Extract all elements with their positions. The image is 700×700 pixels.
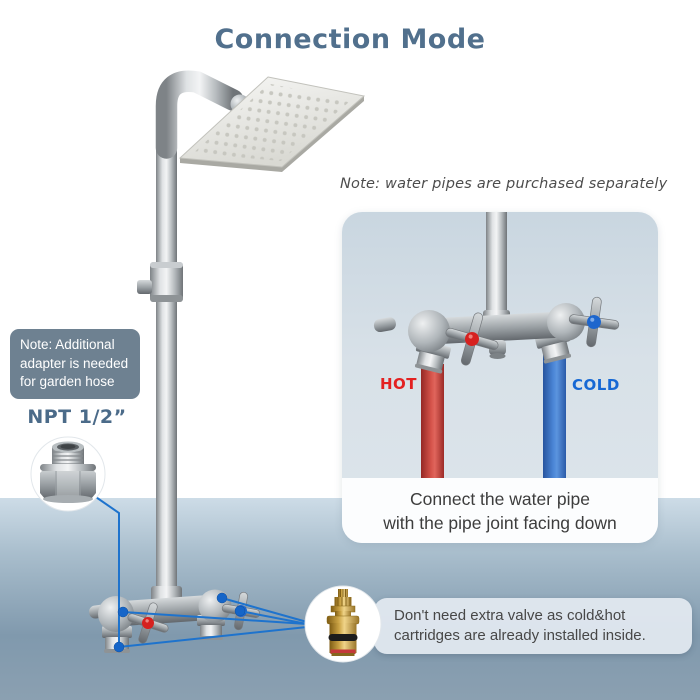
cold-pipe bbox=[543, 354, 566, 480]
cold-indicator-dot bbox=[587, 315, 601, 329]
left-outlet-nub bbox=[373, 317, 396, 333]
adapter-note-box: Note: Additional adapter is needed for g… bbox=[10, 329, 140, 399]
ball-joint bbox=[230, 94, 250, 114]
cartridge-note-bubble: Don't need extra valve as cold&hot cartr… bbox=[374, 598, 692, 654]
adapter-note-line: Note: Additional bbox=[20, 337, 115, 352]
panel-caption-line: Connect the water pipe bbox=[410, 489, 590, 509]
connection-panel: HOT COLD Connect the water pipe with the… bbox=[342, 212, 658, 543]
shower-arm bbox=[155, 70, 244, 159]
hot-pipe bbox=[421, 364, 444, 480]
panel-faucet-illustration bbox=[373, 212, 620, 480]
hot-indicator-dot bbox=[465, 332, 479, 346]
cold-cross-handle bbox=[568, 296, 620, 348]
hot-label: HOT bbox=[380, 375, 418, 393]
adapter-fitting-icon bbox=[40, 441, 96, 503]
nozzle-grid bbox=[193, 83, 352, 162]
height-slider bbox=[137, 262, 183, 302]
cold-label: COLD bbox=[572, 376, 620, 394]
slider-knob bbox=[137, 280, 152, 294]
cartridge-note-line: cartridges are already installed inside. bbox=[394, 627, 646, 644]
adapter-note-line: adapter is needed bbox=[20, 355, 129, 371]
water-pipes-note: Note: water pipes are purchased separate… bbox=[340, 176, 668, 192]
page-title: Connection Mode bbox=[214, 24, 486, 55]
panel-riser-pipe bbox=[486, 212, 507, 324]
adapter-note-line: for garden hose bbox=[20, 374, 115, 389]
panel-caption-line: with the pipe joint facing down bbox=[383, 513, 617, 533]
panel-caption: Connect the water pipe with the pipe joi… bbox=[342, 478, 658, 543]
hot-cross-handle bbox=[445, 312, 499, 366]
shower-head-icon bbox=[178, 76, 366, 172]
cartridge-note-line: Don't need extra valve as cold&hot bbox=[394, 607, 626, 624]
npt-label: NPT 1/2” bbox=[27, 406, 127, 428]
